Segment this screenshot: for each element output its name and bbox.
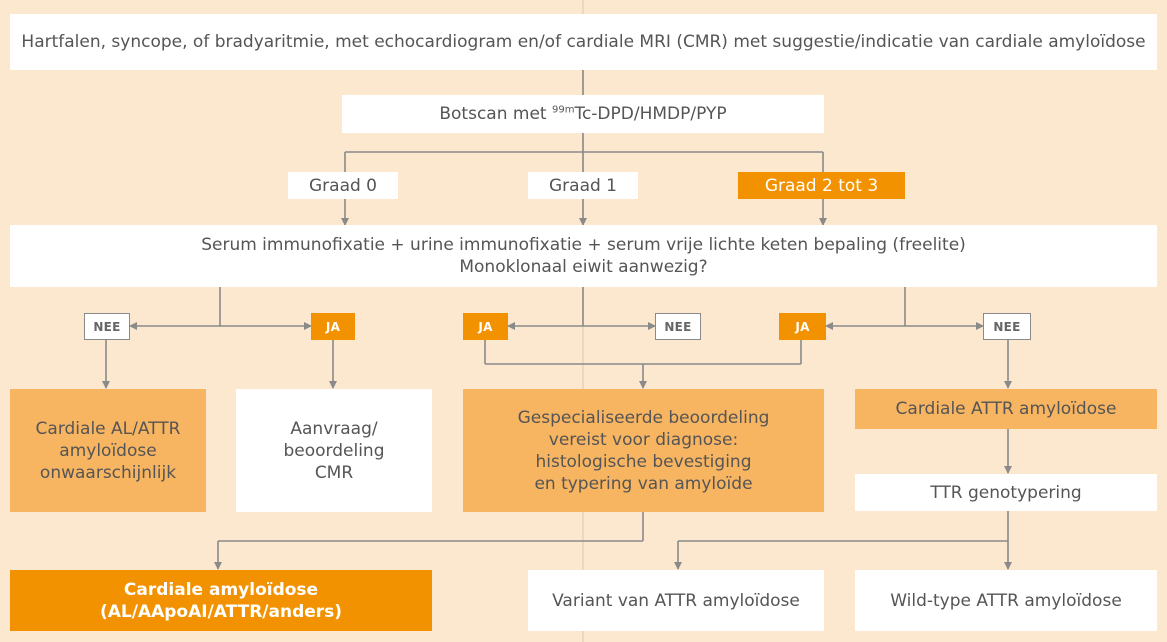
botscan-prefix: Botscan met [439,104,552,124]
ja-tag-right-label: JA [795,319,810,334]
grade-2-3-label: Graad 2 tot 3 [764,175,879,196]
nee-tag-left-label: NEE [93,319,121,334]
botscan-isotope: 99m [551,104,575,116]
nee-tag-left: NEE [84,313,130,340]
cardiac-amyloidosis-text: Cardiale amyloïdose (AL/AApoAI/ATTR/ande… [99,579,343,622]
presentation-box: Hartfalen, syncope, of bradyaritmie, met… [10,14,1157,70]
grade-0-label: Graad 0 [308,175,377,196]
ttr-genotyping-text: TTR genotypering [930,482,1082,503]
wildtype-attr-text: Wild-type ATTR amyloïdose [890,590,1122,611]
grade-1-box: Graad 1 [528,172,638,199]
outcome-cmr-text: Aanvraag/ beoordeling CMR [283,418,385,483]
nee-tag-right: NEE [983,313,1031,340]
grade-2-3-box: Graad 2 tot 3 [738,172,905,199]
nee-tag-right-label: NEE [993,319,1021,334]
serum-box: Serum immunofixatie + urine immunofixati… [10,225,1157,287]
outcome-attr-text: Cardiale ATTR amyloïdose [895,399,1117,419]
wildtype-attr-box: Wild-type ATTR amyloïdose [855,570,1157,631]
outcome-unlikely-text: Cardiale AL/ATTR amyloïdose onwaarschijn… [35,418,181,483]
cardiac-amyloidosis-box: Cardiale amyloïdose (AL/AApoAI/ATTR/ande… [10,570,432,631]
botscan-suffix: Tc-DPD/HMDP/PYP [574,104,727,124]
ja-tag-left: JA [311,313,355,340]
outcome-specialised-text: Gespecialiseerde beoordeling vereist voo… [517,407,770,494]
ttr-genotyping-box: TTR genotypering [855,474,1157,511]
variant-attr-text: Variant van ATTR amyloïdose [552,590,800,611]
outcome-specialised-box: Gespecialiseerde beoordeling vereist voo… [463,389,824,512]
ja-tag-middle-label: JA [478,319,493,334]
presentation-text: Hartfalen, syncope, of bradyaritmie, met… [21,32,1146,52]
variant-attr-box: Variant van ATTR amyloïdose [528,570,824,631]
grade-0-box: Graad 0 [288,172,398,199]
serum-text: Serum immunofixatie + urine immunofixati… [201,235,966,277]
nee-tag-middle-label: NEE [664,319,692,334]
botscan-text: Botscan met 99mTc-DPD/HMDP/PYP [439,103,726,125]
outcome-attr-box: Cardiale ATTR amyloïdose [855,389,1157,429]
ja-tag-right: JA [779,313,826,340]
grade-1-label: Graad 1 [548,175,617,196]
nee-tag-middle: NEE [655,313,701,340]
outcome-unlikely-box: Cardiale AL/ATTR amyloïdose onwaarschijn… [10,389,206,512]
botscan-box: Botscan met 99mTc-DPD/HMDP/PYP [342,95,824,133]
outcome-cmr-box: Aanvraag/ beoordeling CMR [236,389,432,512]
ja-tag-left-label: JA [325,319,341,334]
ja-tag-middle: JA [463,313,508,340]
